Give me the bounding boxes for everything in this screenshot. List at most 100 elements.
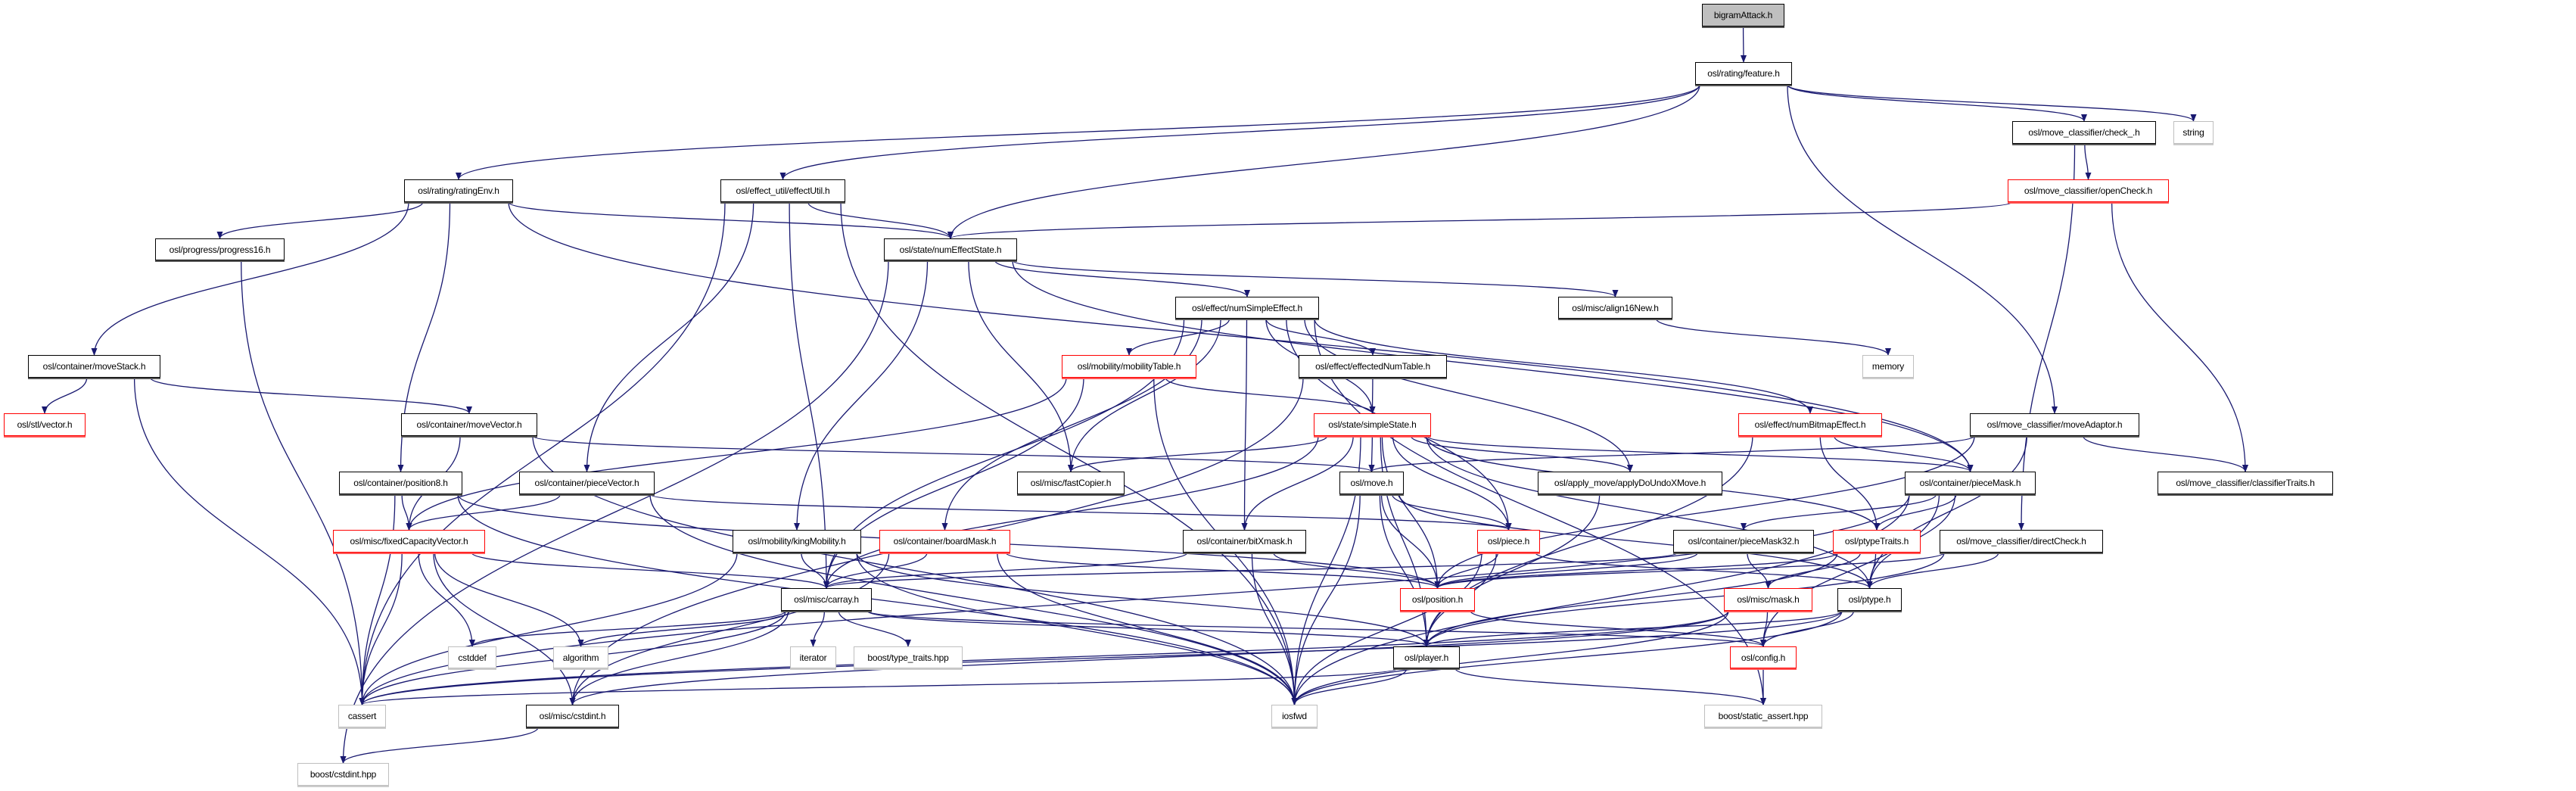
node-label: osl/move_classifier/directCheck.h (1956, 536, 2086, 547)
node-memory[interactable]: memory (1862, 355, 1914, 378)
edge-moveVector-to-move (532, 435, 1375, 472)
node-label: osl/effect_util/effectUtil.h (736, 185, 830, 196)
node-label: osl/rating/ratingEnv.h (418, 185, 499, 196)
node-string[interactable]: string (2173, 121, 2214, 144)
node-bitXmask[interactable]: osl/container/bitXmask.h (1183, 530, 1306, 553)
node-iosfwd[interactable]: iosfwd (1271, 705, 1318, 727)
edge-numBitmapEffect-to-pieceMask (1834, 435, 1974, 472)
edge-numSimpleEffect-to-fastCopier (1068, 318, 1221, 472)
edge-carray-to-config (866, 610, 1766, 647)
node-label: osl/move_classifier/classifierTraits.h (2176, 478, 2315, 488)
edge-player-to-iosfwd (1291, 668, 1408, 705)
edge-carray-to-iterator (810, 610, 826, 647)
node-pieceMask[interactable]: osl/container/pieceMask.h (1905, 472, 2036, 494)
node-classifierTraits[interactable]: osl/move_classifier/classifierTraits.h (2158, 472, 2333, 494)
edge-move-to-player (1379, 494, 1430, 647)
node-progress16[interactable]: osl/progress/progress16.h (155, 238, 285, 260)
node-ptype[interactable]: osl/ptype.h (1837, 588, 1902, 611)
node-numEffectState[interactable]: osl/state/numEffectState.h (884, 238, 1017, 260)
node-staticassert[interactable]: boost/static_assert.hpp (1704, 705, 1822, 727)
edge-cstdint-to-boostcstdint (340, 727, 539, 764)
node-stlvector[interactable]: osl/stl/vector.h (4, 413, 86, 436)
edge-simpleState-to-piece (1392, 435, 1512, 531)
edge-openCheck-to-classifierTraits (2111, 201, 2248, 472)
edge-feature-to-string (1787, 84, 2197, 122)
edge-numEffectState-to-pieceMask (1012, 260, 1974, 472)
node-label: string (2182, 127, 2204, 138)
node-label: osl/move_classifier/moveAdaptor.h (1986, 419, 2123, 430)
node-label: osl/misc/carray.h (794, 594, 859, 605)
node-kingMobility[interactable]: osl/mobility/kingMobility.h (733, 530, 861, 553)
node-label: osl/progress/progress16.h (169, 244, 271, 255)
node-numBitmapEffect[interactable]: osl/effect/numBitmapEffect.h (1738, 413, 1882, 436)
edge-mobilityTable-to-simpleState (1165, 377, 1376, 414)
node-bigramAttack[interactable]: bigramAttack.h (1702, 4, 1784, 26)
node-label: osl/ptypeTraits.h (1844, 536, 1909, 547)
node-cassert[interactable]: cassert (338, 705, 386, 727)
node-pieceVector[interactable]: osl/container/pieceVector.h (519, 472, 655, 494)
node-label: osl/apply_move/applyDoUndoXMove.h (1554, 478, 1706, 488)
edge-check_-to-directCheck (2018, 143, 2076, 531)
edge-pieceMask-to-pieceMask32 (1741, 494, 1937, 531)
node-position[interactable]: osl/position.h (1400, 588, 1475, 611)
node-iterator[interactable]: iterator (790, 646, 836, 668)
node-ptypeTraits[interactable]: osl/ptypeTraits.h (1833, 530, 1921, 553)
node-cstdint[interactable]: osl/misc/cstdint.h (526, 705, 619, 727)
edge-fixedCapacityVector-to-cstddef (418, 552, 475, 647)
edge-position8-to-iosfwd (457, 494, 1298, 705)
edge-effectUtil-to-cassert (359, 201, 726, 705)
node-boostcstdint[interactable]: boost/cstdint.hpp (297, 763, 389, 786)
node-label: osl/state/simpleState.h (1328, 419, 1417, 430)
edge-carray-to-typetraits (838, 610, 911, 647)
node-effectedNumTable[interactable]: osl/effect/effectedNumTable.h (1299, 355, 1447, 378)
edge-numEffectState-to-align16New (1012, 260, 1619, 297)
edge-boardMask-to-cstdint (569, 552, 890, 705)
edge-openCheck-to-numEffectState (947, 201, 2013, 239)
node-label: osl/position.h (1411, 594, 1464, 605)
node-label: osl/piece.h (1487, 536, 1530, 547)
node-fixedCapacityVector[interactable]: osl/misc/fixedCapacityVector.h (333, 530, 485, 553)
node-feature[interactable]: osl/rating/feature.h (1695, 62, 1792, 85)
node-applyDoUndoXMove[interactable]: osl/apply_move/applyDoUndoXMove.h (1538, 472, 1722, 494)
node-position8[interactable]: osl/container/position8.h (339, 472, 462, 494)
node-align16New[interactable]: osl/misc/align16New.h (1558, 297, 1672, 319)
node-label: cassert (347, 711, 377, 721)
node-fastCopier[interactable]: osl/misc/fastCopier.h (1017, 472, 1125, 494)
node-mobilityTable[interactable]: osl/mobility/mobilityTable.h (1062, 355, 1196, 378)
edge-carray-to-cstdint (569, 610, 789, 705)
edge-move-to-iosfwd (1291, 494, 1361, 705)
node-simpleState[interactable]: osl/state/simpleState.h (1314, 413, 1431, 436)
edge-pieceVector-to-iosfwd (649, 494, 1298, 705)
node-carray[interactable]: osl/misc/carray.h (781, 588, 872, 611)
node-piece[interactable]: osl/piece.h (1477, 530, 1540, 553)
node-moveAdaptor[interactable]: osl/move_classifier/moveAdaptor.h (1970, 413, 2139, 436)
node-algorithm[interactable]: algorithm (553, 646, 608, 668)
node-openCheck[interactable]: osl/move_classifier/openCheck.h (2008, 179, 2169, 202)
edge-boardMask-to-position (1005, 552, 1441, 589)
edge-ratingEnv-to-moveStack (91, 201, 409, 356)
edge-piece-to-ptype (1535, 552, 1873, 589)
node-check_[interactable]: osl/move_classifier/check_.h (2012, 121, 2156, 144)
edge-ptypeTraits-to-position (1434, 552, 1838, 589)
node-player[interactable]: osl/player.h (1393, 646, 1460, 668)
node-directCheck[interactable]: osl/move_classifier/directCheck.h (1940, 530, 2103, 553)
node-moveStack[interactable]: osl/container/moveStack.h (28, 355, 160, 378)
node-label: osl/container/bitXmask.h (1196, 536, 1293, 547)
node-ratingEnv[interactable]: osl/rating/ratingEnv.h (404, 179, 513, 202)
node-move[interactable]: osl/move.h (1339, 472, 1404, 494)
node-numSimpleEffect[interactable]: osl/effect/numSimpleEffect.h (1175, 297, 1319, 319)
edge-numSimpleEffect-to-numBitmapEffect (1314, 318, 1813, 414)
edge-simpleState-to-applyDoUndoXMove (1410, 435, 1633, 472)
node-typetraits[interactable]: boost/type_traits.hpp (854, 646, 963, 668)
node-effectUtil[interactable]: osl/effect_util/effectUtil.h (720, 179, 845, 202)
node-cstddef[interactable]: cstddef (448, 646, 496, 668)
node-boardMask[interactable]: osl/container/boardMask.h (879, 530, 1010, 553)
node-moveVector[interactable]: osl/container/moveVector.h (401, 413, 537, 436)
edge-feature-to-effectUtil (779, 84, 1700, 180)
edge-mask-to-iosfwd (1291, 610, 1729, 705)
node-pieceMask32[interactable]: osl/container/pieceMask32.h (1673, 530, 1814, 553)
node-config[interactable]: osl/config.h (1730, 646, 1797, 668)
node-mask[interactable]: osl/misc/mask.h (1724, 588, 1812, 611)
